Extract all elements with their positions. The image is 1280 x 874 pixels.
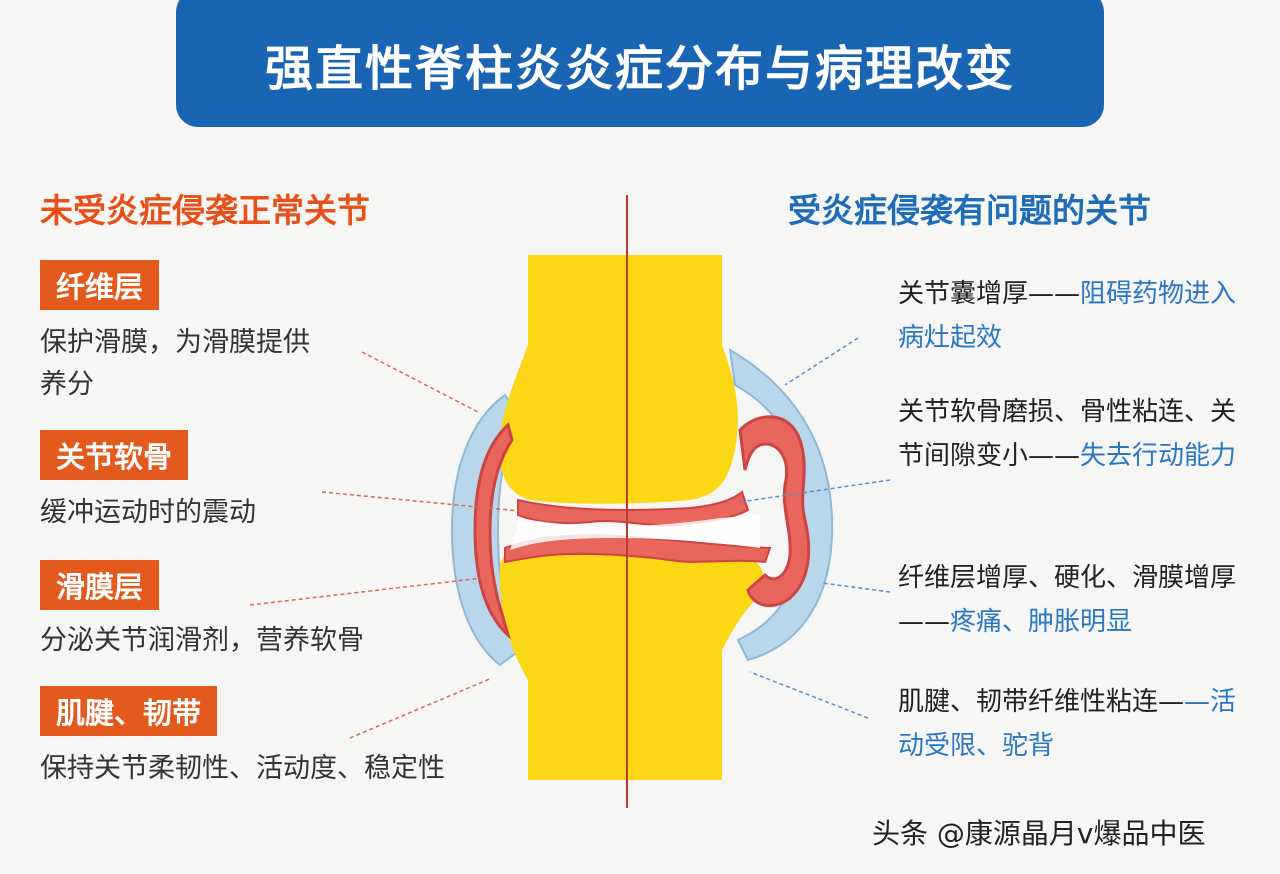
note-capsule-cause: 关节囊增厚—— <box>898 279 1081 309</box>
page-title: 强直性脊柱炎炎症分布与病理改变 <box>264 40 1015 97</box>
desc-synovial-layer: 分泌关节润滑剂，营养软骨 <box>40 625 364 656</box>
leader-fibrous-layer <box>361 351 479 413</box>
label-tendon-ligament: 肌腱、韧带 <box>40 686 218 736</box>
note-fibrous-cause: 纤维层增厚、硬化、滑膜增厚—— <box>898 563 1237 637</box>
note-tendon-adhesion: 肌腱、韧带纤维性粘连——活动受限、驼背 <box>898 680 1248 768</box>
label-fibrous-layer: 纤维层 <box>40 260 160 310</box>
note-capsule-effect: 阻碍药物进入病灶起效 <box>898 279 1237 353</box>
note-cartilage-wear: 关节软骨磨损、骨性粘连、关节间隙变小——失去行动能力 <box>898 390 1248 478</box>
watermark: 头条 @康源晶月v爆品中医 <box>872 817 1206 850</box>
joint-space <box>510 515 760 550</box>
synovium-right <box>738 415 811 608</box>
note-fibrous-effect: 疼痛、肿胀明显 <box>950 607 1133 637</box>
synovium-left <box>473 422 514 640</box>
label-synovial-layer: 滑膜层 <box>40 560 160 610</box>
title-banner: 强直性脊柱炎炎症分布与病理改变 <box>176 0 1104 127</box>
note-fibrous-thickening: 纤维层增厚、硬化、滑膜增厚——疼痛、肿胀明显 <box>898 556 1248 644</box>
note-tendon-effect: —活动受限、驼背 <box>898 687 1237 761</box>
upper-bone <box>499 255 738 504</box>
label-articular-cartilage: 关节软骨 <box>40 430 189 480</box>
note-capsule-thickening: 关节囊增厚——阻碍药物进入病灶起效 <box>898 272 1248 360</box>
note-cartilage-cause: 关节软骨磨损、骨性粘连、关节间隙变小—— <box>898 397 1237 471</box>
note-tendon-cause: 肌腱、韧带纤维性粘连— <box>898 687 1185 717</box>
leader-capsule <box>784 337 859 386</box>
normal-joint-heading: 未受炎症侵袭正常关节 <box>40 191 370 230</box>
leader-fibrous-thickening <box>821 582 891 593</box>
leader-cartilage-wear <box>739 479 891 503</box>
leader-tendon-ligament <box>349 677 493 739</box>
inflamed-joint-heading: 受炎症侵袭有问题的关节 <box>788 191 1151 230</box>
note-cartilage-effect: 失去行动能力 <box>1080 441 1237 471</box>
desc-articular-cartilage: 缓冲运动时的震动 <box>40 497 256 528</box>
leader-tendon-adhesion <box>749 671 869 719</box>
desc-fibrous-layer: 保护滑膜，为滑膜提供养分 <box>40 327 310 400</box>
lower-bone <box>499 540 764 780</box>
leader-synovial-layer <box>249 577 483 606</box>
desc-tendon-ligament: 保持关节柔韧性、活动度、稳定性 <box>40 753 445 784</box>
